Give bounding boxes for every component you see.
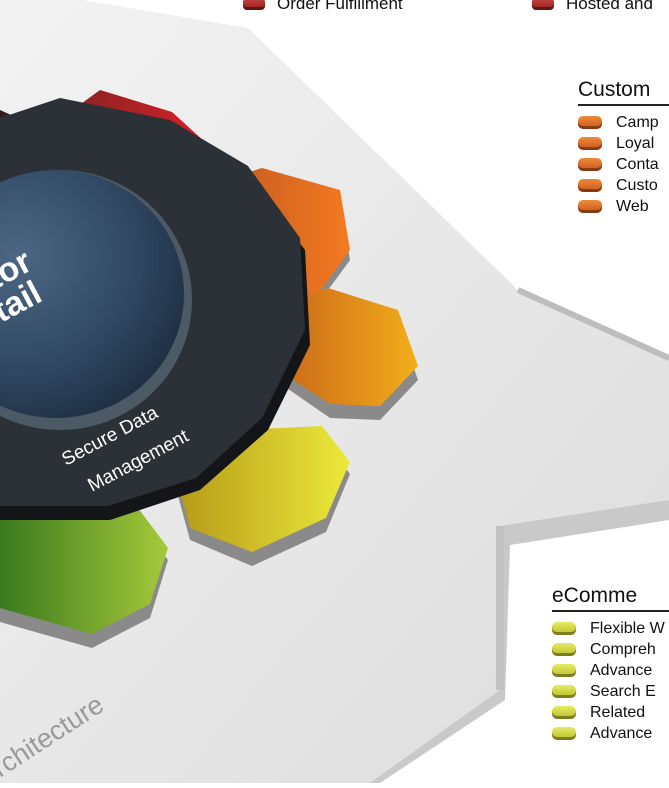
bullet-chip-icon [552,706,576,719]
list-item-label: Related [590,704,646,721]
list-item: Advance [552,723,669,744]
center-hub [0,170,192,430]
list-item-label: Compreh [590,641,656,658]
list-item-label: Web [616,198,649,215]
list-item-label: Loyal [616,135,655,152]
customer-list: Camp Loyal Conta Custo Web [578,112,669,217]
customer-panel: Custom Camp Loyal Conta Custo Web [578,78,669,217]
list-item: Flexible W [552,618,669,639]
hub-disc [0,170,184,418]
list-item-label: Conta [616,156,659,173]
ecommerce-panel: eComme Flexible W Compreh Advance Search… [552,584,669,744]
list-item-label: Flexible W [590,620,665,637]
list-item-label: Advance [590,725,653,742]
list-item: Loyal [578,133,669,154]
bullet-chip-icon [552,664,576,677]
customer-panel-title: Custom [578,78,669,106]
list-item: Web [578,196,669,217]
list-item-label: Search E [590,683,656,700]
list-item: Conta [578,154,669,175]
bullet-chip-icon [578,200,602,213]
legend-label: Hosted and [566,0,653,13]
list-item: Related [552,702,669,723]
list-item: Advance [552,660,669,681]
list-item: Compreh [552,639,669,660]
list-item-label: Custo [616,177,658,194]
legend-chip-icon [243,0,265,10]
bullet-chip-icon [552,643,576,656]
platform-edge [516,287,669,361]
list-item-label: Advance [590,662,653,679]
bullet-chip-icon [552,622,576,635]
legend-label: Order Fulfillment [277,0,403,13]
bullet-chip-icon [552,685,576,698]
petal-amber-top [278,288,418,406]
petal-green [0,500,168,648]
bullet-chip-icon [552,727,576,740]
top-legend-item-right: Hosted and [532,0,653,14]
bullet-chip-icon [578,137,602,150]
bullet-chip-icon [578,179,602,192]
petal-amber [278,288,418,420]
list-item: Search E [552,681,669,702]
ecommerce-list: Flexible W Compreh Advance Search E Rela… [552,618,669,744]
list-item: Camp [578,112,669,133]
legend-chip-icon [532,0,554,10]
petal-green-top [0,500,168,634]
bullet-chip-icon [578,158,602,171]
ecommerce-panel-title: eComme [552,584,669,612]
list-item: Custo [578,175,669,196]
list-item-label: Camp [616,114,659,131]
top-legend-item-left: Order Fulfillment [243,0,403,14]
bullet-chip-icon [578,116,602,129]
